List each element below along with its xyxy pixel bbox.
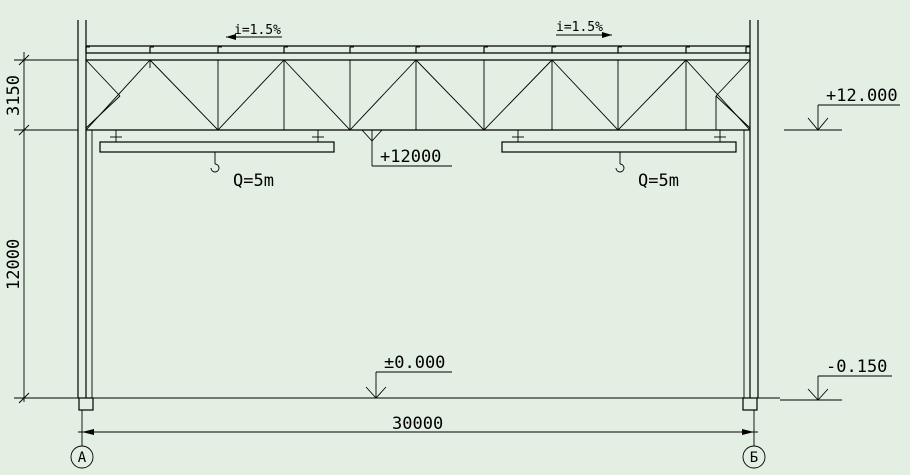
- truss-diagonal: [483, 59, 553, 131]
- axis-marker-left: А: [70, 445, 94, 469]
- truss-end-brace: [715, 95, 751, 129]
- truss-diagonal: [149, 59, 219, 131]
- truss-end-brace: [85, 95, 121, 129]
- truss-end-brace: [715, 59, 751, 97]
- truss-diagonal: [415, 59, 485, 131]
- axis-marker-right: Б: [742, 445, 766, 469]
- truss-diagonal: [349, 59, 417, 131]
- truss-diagonal: [617, 59, 687, 131]
- dim-column-height-label: 12000: [4, 239, 24, 290]
- truss-diagonal: [551, 59, 619, 131]
- level-floor-label: ±0.000: [384, 353, 445, 373]
- slope-mark-left: i=1.5%: [226, 23, 282, 40]
- level-right-top-label: +12.000: [826, 86, 898, 106]
- left-column: [77, 20, 94, 411]
- span-dimension: 30000: [78, 410, 758, 446]
- dim-span-label: 30000: [392, 414, 443, 434]
- level-mark-right-top: +12.000: [784, 86, 900, 131]
- truss-diagonal: [217, 59, 285, 131]
- level-truss-bottom-label: +12000: [380, 147, 441, 167]
- level-mark-truss-bottom: +12000: [361, 129, 452, 167]
- right-column: [742, 20, 759, 411]
- level-mark-ground: -0.150: [780, 357, 892, 401]
- crane-right: Q=5m: [501, 130, 737, 191]
- crane-right-capacity: Q=5m: [638, 171, 679, 191]
- axis-right-label: Б: [750, 450, 758, 466]
- slope-right-label: i=1.5%: [556, 20, 603, 35]
- truss-end-brace: [85, 59, 121, 97]
- crane-left: Q=5m: [99, 130, 335, 191]
- axis-left-label: А: [78, 450, 87, 466]
- level-mark-floor: ±0.000: [365, 353, 452, 399]
- slope-mark-right: i=1.5%: [556, 20, 612, 38]
- slope-left-label: i=1.5%: [234, 23, 281, 38]
- truss-diagonal: [283, 59, 351, 131]
- level-ground-label: -0.150: [826, 357, 887, 377]
- vertical-dimension-line: 3150 12000: [4, 52, 78, 404]
- crane-left-capacity: Q=5m: [233, 171, 274, 191]
- roof-truss: [85, 45, 751, 131]
- dim-truss-height-label: 3150: [4, 75, 24, 116]
